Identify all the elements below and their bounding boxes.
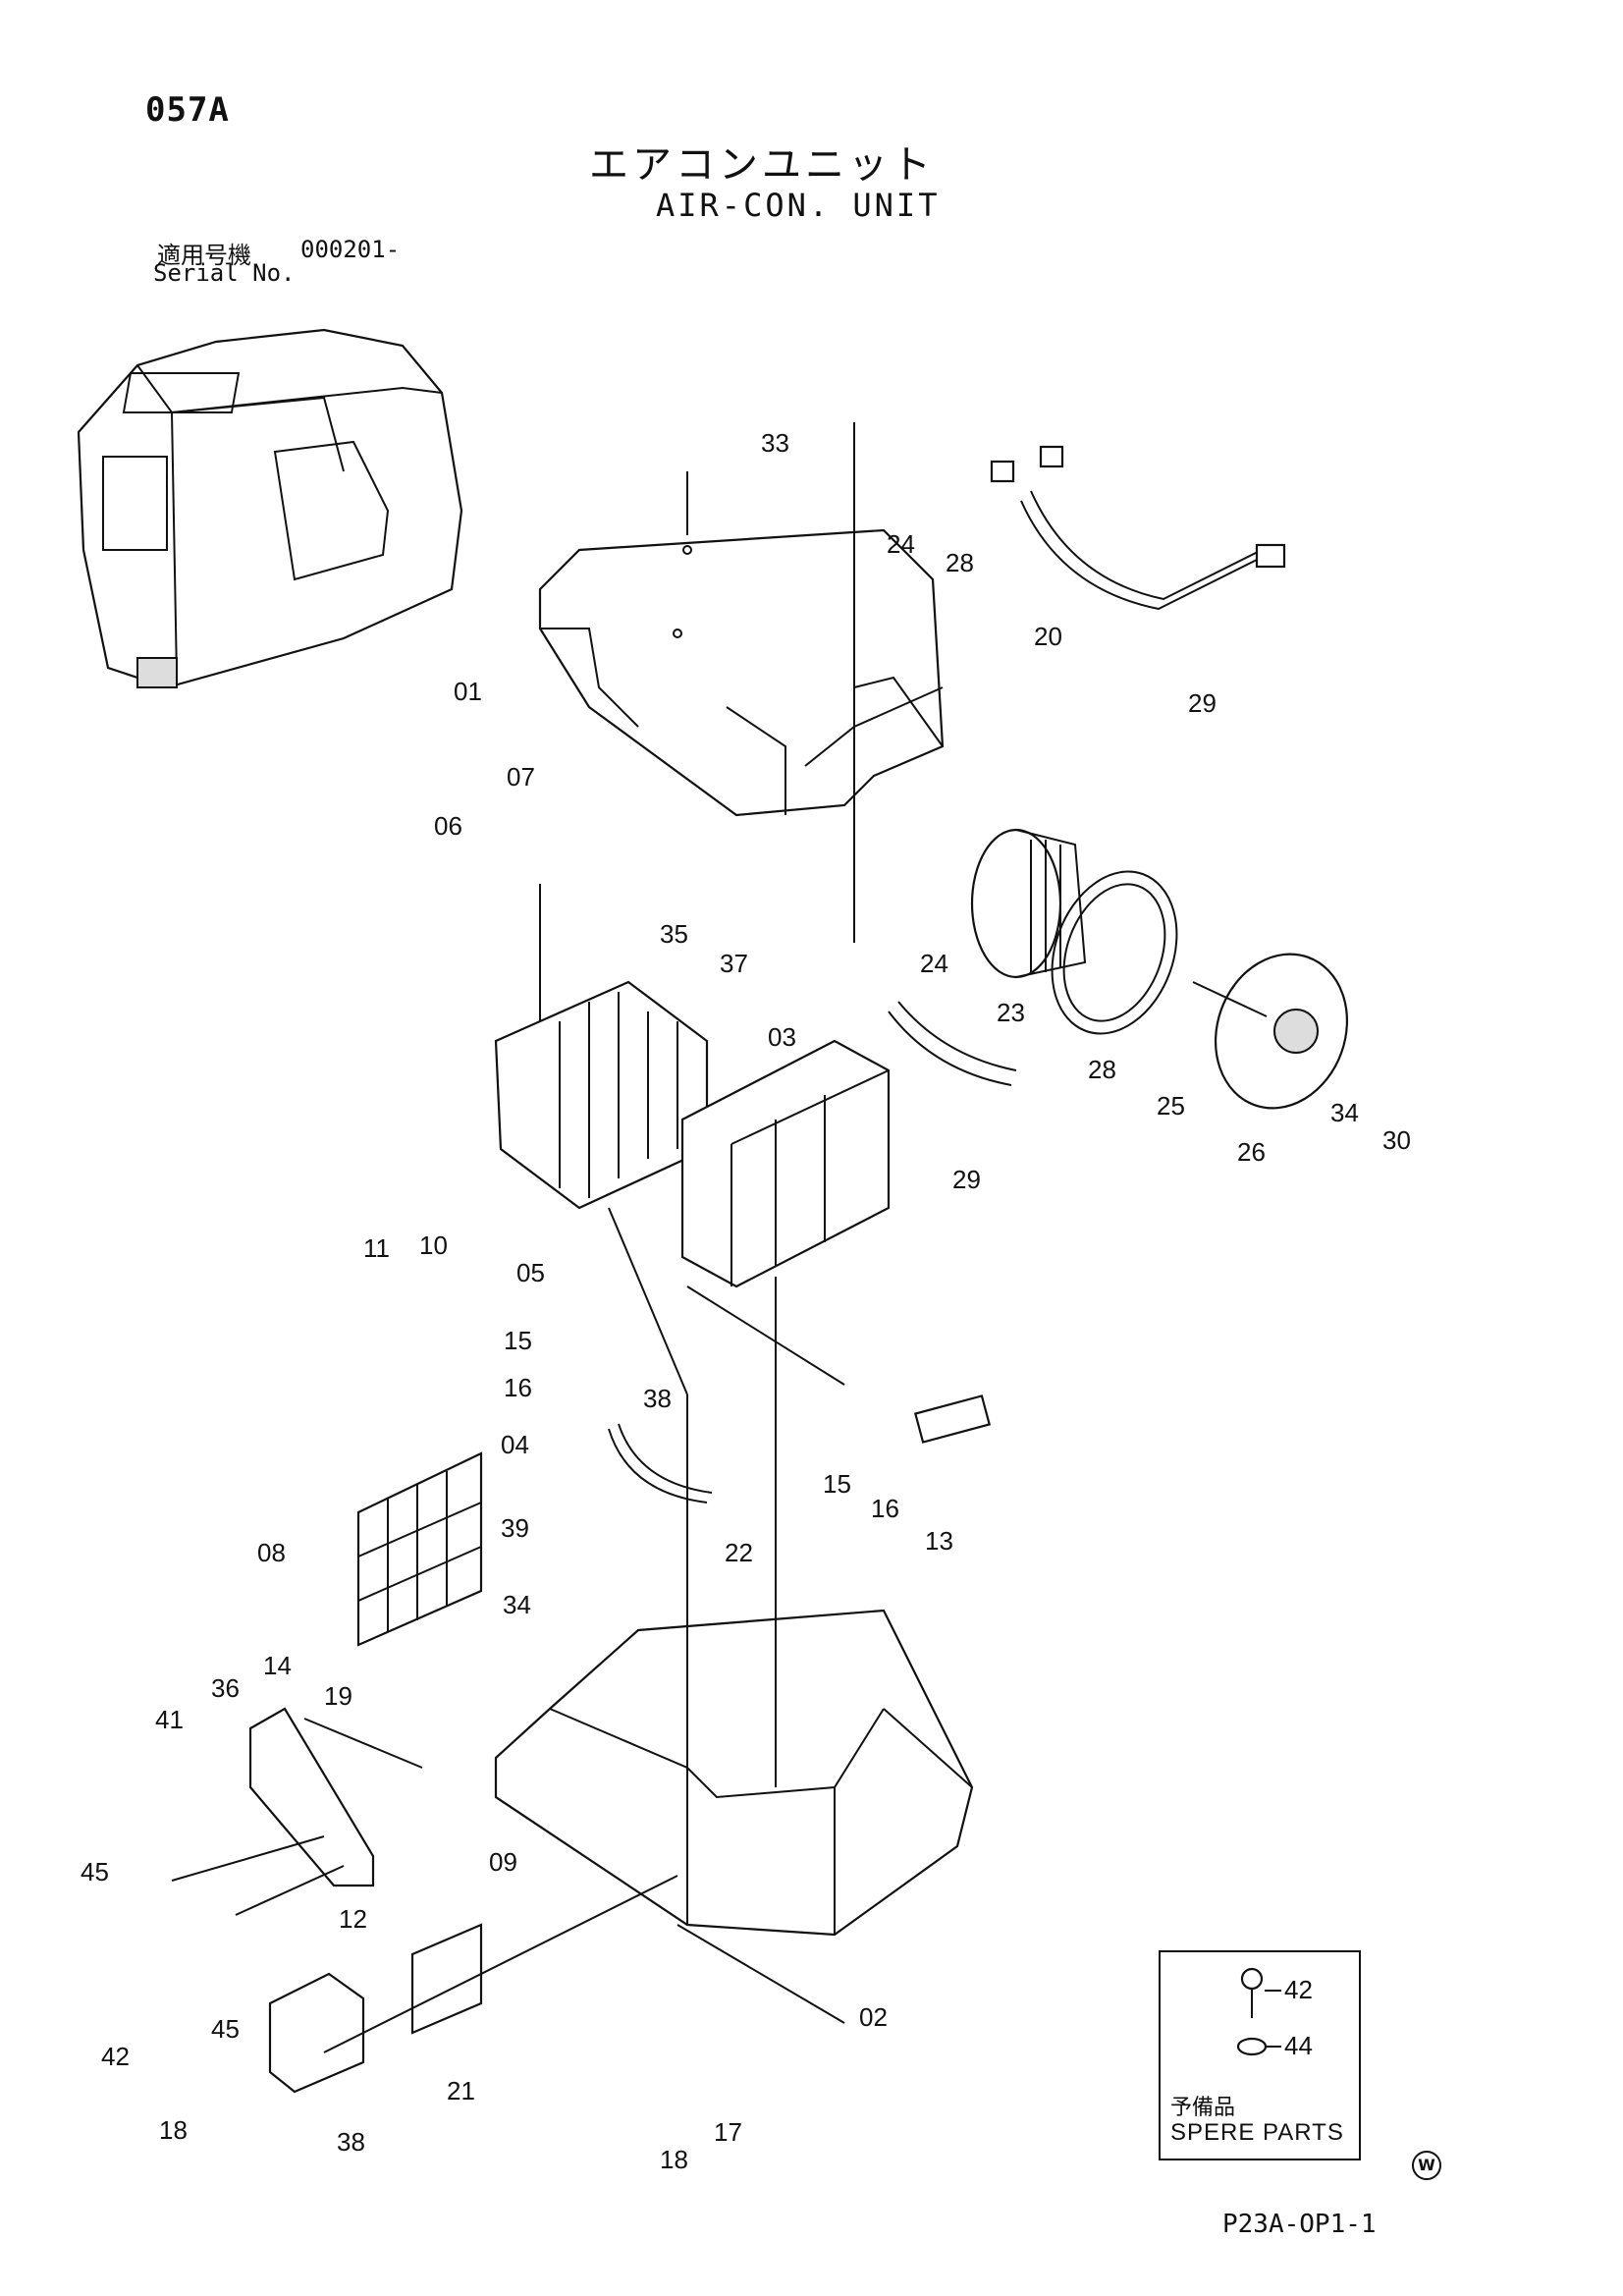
- part-label-39: 36: [211, 1673, 240, 1703]
- part-label-31: 28: [946, 548, 974, 577]
- part-label-36: 33: [761, 428, 789, 458]
- spare-parts-symbols: [1236, 1967, 1281, 2056]
- part-label-12: 12: [339, 1904, 367, 1934]
- part-label-25: 25: [1157, 1091, 1185, 1121]
- part-20-plate: [410, 1923, 483, 2035]
- part-label-24: 24: [920, 949, 948, 978]
- part-label-01: 01: [454, 677, 482, 706]
- part-label-30: 30: [1382, 1125, 1411, 1155]
- part-label-06: 06: [434, 811, 462, 841]
- part-label-21: 20: [1034, 622, 1062, 651]
- part-label-15a: 15: [504, 1326, 532, 1355]
- part-label-05: 05: [516, 1258, 545, 1287]
- part-label-28: 28: [1088, 1055, 1116, 1084]
- part-label-15b: 15: [823, 1469, 851, 1499]
- part-14-bracket: [248, 1707, 375, 1887]
- part-01-upper-case: [538, 528, 945, 817]
- part-label-41: 39: [501, 1513, 529, 1543]
- drawing-number: P23A-OP1-1: [1222, 2210, 1377, 2239]
- part-label-23: 23: [997, 998, 1025, 1027]
- part-38-cover: [268, 1972, 365, 2094]
- w-marker: W: [1412, 2151, 1441, 2180]
- part-label-44: 44: [1284, 2031, 1313, 2060]
- part-label-29: 29: [952, 1165, 981, 1194]
- part-label-17: 17: [714, 2117, 742, 2147]
- part-label-35: 35: [660, 919, 688, 949]
- part-label-07: 07: [507, 762, 535, 792]
- part-02-lower-case: [494, 1609, 974, 1937]
- part-label-19: 19: [324, 1681, 352, 1711]
- part-label-43b: 42: [101, 2042, 130, 2071]
- part-label-03: 03: [768, 1022, 796, 1052]
- part-label-38: 38: [337, 2127, 365, 2157]
- part-03-heater-core: [680, 1039, 891, 1288]
- part-label-04: 04: [501, 1430, 529, 1459]
- part-04-pipe: [608, 1423, 713, 1503]
- part-label-09: 09: [489, 1847, 517, 1877]
- part-label-33: 34: [1330, 1098, 1359, 1127]
- part-label-02: 02: [859, 2002, 888, 2032]
- part-28-gasket: [1051, 870, 1178, 1035]
- part-label-16b: 16: [871, 1494, 899, 1523]
- part-13-valve: [913, 1394, 992, 1444]
- part-label-43a: 41: [155, 1705, 184, 1734]
- part-23-blower-fan: [970, 828, 1087, 979]
- serial-number-value: 000201-: [300, 236, 401, 263]
- part-label-45a: 45: [81, 1857, 109, 1886]
- part-label-14: 14: [263, 1651, 292, 1680]
- part-26-blower-motor: [1192, 953, 1349, 1110]
- spare-parts-box: [1159, 1950, 1361, 2160]
- part-label-13: 13: [925, 1526, 953, 1556]
- part-labels: 33 24 28 20 29 01 07 06 35 37 24 23 28 2…: [81, 428, 1411, 2174]
- part-label-32: 29: [1188, 688, 1217, 718]
- part-label-40: 38: [643, 1384, 672, 1413]
- page-title-japanese: エアコンユニット: [589, 142, 935, 188]
- spare-parts-label-japanese: 予備品: [1170, 2096, 1236, 2120]
- serial-label-english: Serial No.: [153, 259, 296, 287]
- part-label-18a: 18: [159, 2115, 188, 2145]
- part-29-drain-hose: [888, 1001, 1017, 1086]
- page-title-english: AIR-CON. UNIT: [656, 187, 941, 224]
- part-05-evaporator: [494, 980, 709, 1210]
- part-label-22: 22: [725, 1538, 753, 1567]
- cab-illustration: [77, 328, 463, 689]
- part-label-18b: 18: [660, 2145, 688, 2174]
- part-label-27: 24: [887, 529, 915, 559]
- part-08-air-filter: [356, 1451, 483, 1647]
- part-label-37: 37: [720, 949, 748, 978]
- leader-lines: [171, 422, 855, 2053]
- part-label-20: 21: [447, 2076, 475, 2105]
- part-label-08: 08: [257, 1538, 286, 1567]
- part-label-26: 26: [1237, 1137, 1266, 1167]
- part-label-11: 11: [363, 1233, 390, 1263]
- part-label-16a: 16: [504, 1373, 532, 1402]
- page-code: 057A: [145, 90, 230, 130]
- part-label-45b: 45: [211, 2014, 240, 2044]
- part-32-wire-harness: [990, 445, 1286, 611]
- part-label-34: 34: [503, 1590, 531, 1619]
- part-label-10: 10: [419, 1230, 448, 1260]
- part-label-42: 42: [1284, 1975, 1313, 2004]
- spare-parts-label-english: SPERE PARTS: [1170, 2119, 1344, 2146]
- serial-label-japanese: 適用号機: [157, 242, 251, 269]
